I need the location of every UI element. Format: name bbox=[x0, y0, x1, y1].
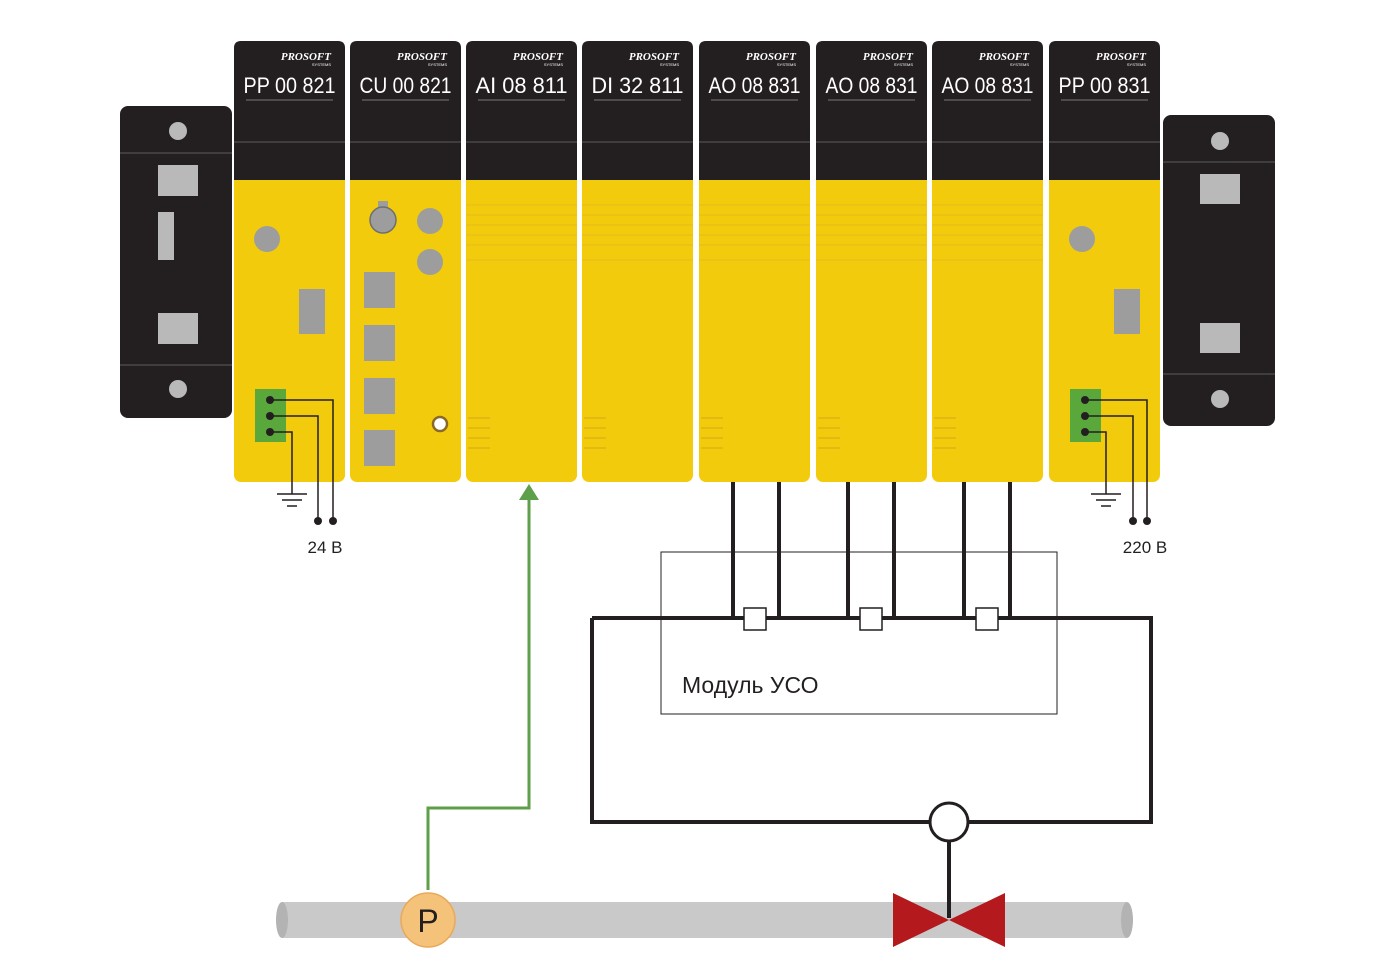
module-label: AO 08 831 bbox=[942, 73, 1034, 98]
prosoft-logo-sub: SYSTEMS bbox=[428, 62, 447, 67]
module-label: PP 00 821 bbox=[244, 73, 336, 98]
terminal-dot bbox=[1143, 517, 1151, 525]
right-end-bracket bbox=[1163, 115, 1275, 426]
terminal-dot bbox=[314, 517, 322, 525]
module-label: AO 08 831 bbox=[826, 73, 918, 98]
left-power-wiring bbox=[270, 399, 334, 521]
module-label: AI 08 811 bbox=[476, 73, 568, 98]
module-label: AO 08 831 bbox=[709, 73, 801, 98]
pressure-signal-line bbox=[426, 484, 539, 890]
prosoft-logo: PROSOFT bbox=[513, 51, 564, 63]
prosoft-logo-sub: SYSTEMS bbox=[1127, 62, 1146, 67]
io-connectors bbox=[743, 607, 999, 631]
actuator-icon bbox=[928, 801, 970, 843]
valve-icon bbox=[893, 801, 1005, 947]
module-head bbox=[932, 41, 1043, 180]
voltage-label-220v: 220 В bbox=[1123, 538, 1167, 557]
pp-right-details bbox=[1069, 226, 1140, 442]
prosoft-logo-sub: SYSTEMS bbox=[1010, 62, 1029, 67]
prosoft-logo: PROSOFT bbox=[281, 51, 332, 63]
module-label: CU 00 821 bbox=[360, 73, 452, 98]
prosoft-logo-sub: SYSTEMS bbox=[544, 62, 563, 67]
left-end-bracket bbox=[120, 106, 232, 418]
module-head bbox=[699, 41, 810, 180]
pressure-sensor-icon bbox=[400, 892, 456, 948]
prosoft-logo-sub: SYSTEMS bbox=[660, 62, 679, 67]
cu-details bbox=[364, 201, 449, 466]
prosoft-logo-sub: SYSTEMS bbox=[777, 62, 796, 67]
module-head bbox=[234, 41, 345, 180]
pressure-sensor-label: P bbox=[417, 903, 438, 939]
prosoft-logo: PROSOFT bbox=[979, 51, 1030, 63]
io-module-stripes bbox=[466, 204, 1043, 449]
module-head bbox=[1049, 41, 1160, 180]
io-module-label: Модуль УСО bbox=[682, 672, 819, 698]
module-label: PP 00 831 bbox=[1059, 73, 1151, 98]
prosoft-logo-sub: SYSTEMS bbox=[894, 62, 913, 67]
module-head bbox=[582, 41, 693, 180]
prosoft-logo: PROSOFT bbox=[629, 51, 680, 63]
terminal-dot bbox=[329, 517, 337, 525]
module-head bbox=[466, 41, 577, 180]
prosoft-logo: PROSOFT bbox=[397, 51, 448, 63]
prosoft-logo: PROSOFT bbox=[863, 51, 914, 63]
prosoft-logo: PROSOFT bbox=[1096, 51, 1147, 63]
right-power-wiring bbox=[1085, 399, 1148, 521]
terminal-dot bbox=[1129, 517, 1137, 525]
module-head bbox=[350, 41, 461, 180]
io-module-box bbox=[660, 551, 1058, 715]
voltage-label-24v: 24 В bbox=[308, 538, 343, 557]
module-label: DI 32 811 bbox=[592, 73, 684, 98]
prosoft-logo-sub: SYSTEMS bbox=[312, 62, 331, 67]
module-head bbox=[816, 41, 927, 180]
ao-output-wires bbox=[731, 482, 1012, 618]
actuator-loop bbox=[590, 616, 1153, 824]
prosoft-logo: PROSOFT bbox=[746, 51, 797, 63]
